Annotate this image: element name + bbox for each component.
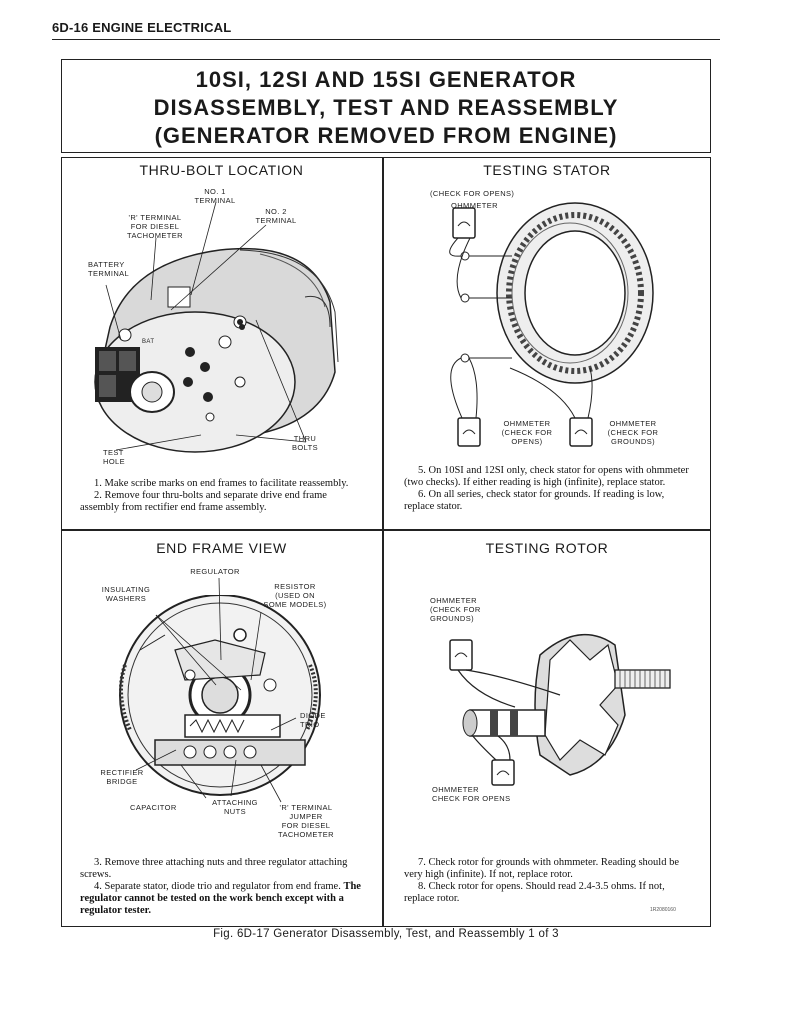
label-test-hole: TEST HOLE — [103, 448, 126, 466]
label-bat: BAT — [142, 339, 155, 345]
stator-instructions: 5. On 10SI and 12SI only, check stator f… — [404, 465, 694, 513]
rotor-instructions: 7. Check rotor for grounds with ohmmeter… — [404, 857, 694, 905]
panel-title-testing-stator: TESTING STATOR — [483, 162, 611, 178]
figure-grid — [61, 157, 711, 927]
step-7: 7. Check rotor for grounds with ohmmeter… — [404, 857, 679, 880]
label-r-terminal-jumper: 'R' TERMINAL JUMPER FOR DIESEL TACHOMETE… — [278, 803, 334, 839]
label-ohmmeter-opens: OHMMETER (CHECK FOR OPENS) — [501, 419, 553, 446]
label-no1-terminal: NO. 1 TERMINAL — [194, 187, 236, 205]
step-6: 6. On all series, check stator for groun… — [404, 489, 665, 512]
panel-title-testing-rotor: TESTING ROTOR — [485, 540, 609, 556]
thru-bolt-instructions: 1. Make scribe marks on end frames to fa… — [80, 478, 365, 514]
panel-title-end-frame: END FRAME VIEW — [156, 540, 287, 556]
step-5: 5. On 10SI and 12SI only, check stator f… — [404, 465, 689, 488]
header-rule — [52, 39, 720, 40]
end-frame-instructions: 3. Remove three attaching nuts and three… — [80, 857, 365, 917]
section-header: 6D-16 ENGINE ELECTRICAL — [52, 20, 232, 35]
thru-bolt-leader-lines — [105, 201, 307, 451]
end-frame-leader-lines — [135, 577, 297, 803]
step-4: 4. Separate stator, diode trio and regul… — [94, 881, 341, 892]
step-3: 3. Remove three attaching nuts and three… — [80, 857, 348, 880]
panel-title-thru-bolt: THRU-BOLT LOCATION — [139, 162, 304, 178]
label-ohmmeter-check-opens: OHMMETER CHECK FOR OPENS — [432, 785, 511, 803]
label-capacitor: CAPACITOR — [130, 803, 177, 812]
title-line-3: (GENERATOR REMOVED FROM ENGINE) — [154, 123, 618, 148]
step-2: 2. Remove four thru-bolts and separate d… — [80, 490, 327, 513]
label-thru-bolts: THRU BOLTS — [291, 434, 319, 452]
title-box: 10SI, 12SI AND 15SI GENERATOR DISASSEMBL… — [61, 59, 711, 153]
step-1: 1. Make scribe marks on end frames to fa… — [94, 478, 349, 489]
label-resistor: RESISTOR (USED ON SOME MODELS) — [263, 582, 327, 609]
label-check-for-opens: (CHECK FOR OPENS) — [430, 189, 515, 198]
end-frame-illustration — [119, 595, 321, 796]
grid-divider-horizontal — [61, 529, 711, 531]
grid-divider-vertical — [382, 157, 384, 927]
label-diode-trio: DIODE TRIO — [300, 711, 326, 729]
label-ohmmeter-grounds: OHMMETER (CHECK FOR GROUNDS) — [607, 419, 659, 446]
label-regulator: REGULATOR — [190, 567, 240, 576]
label-battery-terminal: BATTERY TERMINAL — [88, 260, 130, 278]
label-no2-terminal: NO. 2 TERMINAL — [255, 207, 297, 225]
step-4-warning: The regulator cannot be tested on the wo… — [80, 881, 361, 916]
figure-caption: Fig. 6D-17 Generator Disassembly, Test, … — [213, 928, 559, 940]
step-8: 8. Check rotor for opens. Should read 2.… — [404, 881, 665, 904]
title-line-2: DISASSEMBLY, TEST AND REASSEMBLY — [153, 95, 619, 120]
label-rectifier-bridge: RECTIFIER BRIDGE — [100, 768, 144, 786]
label-attaching-nuts: ATTACHING NUTS — [212, 798, 258, 816]
title-line-1: 10SI, 12SI AND 15SI GENERATOR — [195, 67, 577, 92]
label-ohmmeter-top: OHMMETER — [451, 201, 498, 210]
label-insulating-washers: INSULATING WASHERS — [101, 585, 151, 603]
document-number: 1R2080160 — [650, 907, 676, 913]
generator-illustration — [94, 247, 339, 453]
stator-illustration — [449, 202, 654, 447]
label-ohmmeter-check-grounds: OHMMETER (CHECK FOR GROUNDS) — [430, 596, 481, 623]
label-r-terminal-diesel: 'R' TERMINAL FOR DIESEL TACHOMETER — [127, 213, 183, 240]
rotor-illustration — [449, 633, 671, 786]
